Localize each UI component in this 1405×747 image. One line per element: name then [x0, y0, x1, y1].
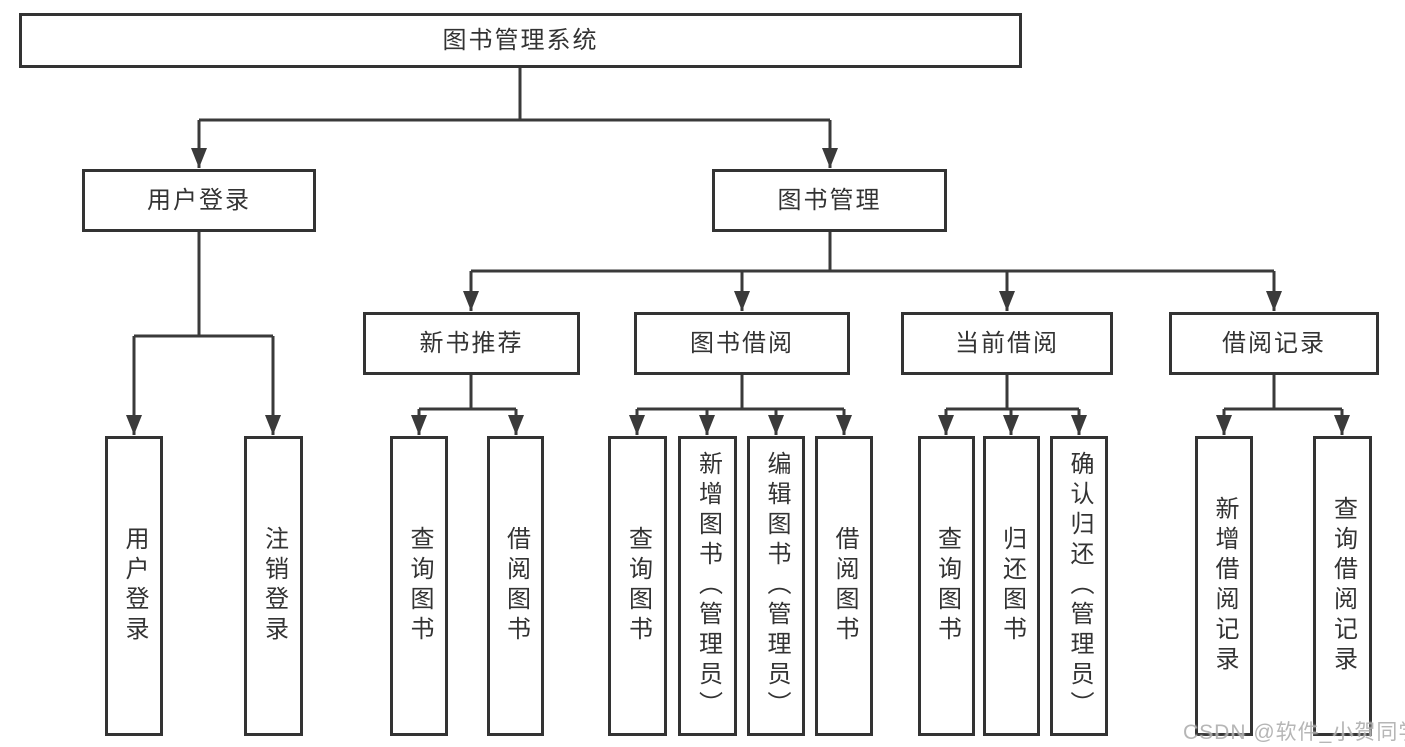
node-label: 借阅记录 — [1222, 329, 1326, 357]
node-label: 查询图书 — [933, 526, 961, 646]
book-management-connectors — [463, 232, 1282, 311]
node-add-borrow-record: 新增借阅记录 — [1195, 436, 1253, 736]
node-label: 新增图书（管理员） — [694, 451, 722, 721]
node-query-borrow-record: 查询借阅记录 — [1313, 436, 1372, 736]
user-login-connectors — [126, 232, 281, 435]
new-books-connectors — [411, 375, 524, 435]
node-borrow-records: 借阅记录 — [1169, 312, 1379, 375]
node-user-login: 用户登录 — [105, 436, 163, 736]
node-label: 借阅图书 — [502, 526, 530, 646]
node-label: 查询图书 — [406, 526, 433, 646]
node-label: 新书推荐 — [419, 329, 524, 357]
borrow-records-connectors — [1216, 375, 1350, 435]
node-user-login-group: 用户登录 — [82, 169, 316, 232]
node-add-books-admin: 新增图书（管理员） — [678, 436, 737, 736]
node-label: 新增借阅记录 — [1211, 496, 1238, 676]
node-new-book-recommend: 新书推荐 — [363, 312, 580, 375]
root-connectors — [191, 68, 838, 168]
node-label: 注销登录 — [260, 526, 288, 646]
node-label: 图书管理 — [777, 186, 882, 214]
node-book-management: 图书管理 — [712, 169, 947, 232]
node-label: 归还图书 — [998, 526, 1026, 646]
node-label: 图书管理系统 — [442, 26, 599, 54]
node-label: 借阅图书 — [831, 526, 858, 646]
node-label: 确认归还（管理员） — [1066, 451, 1093, 721]
node-label: 图书借阅 — [690, 329, 794, 357]
book-borrow-connectors — [629, 375, 852, 435]
node-borrow-books-1: 借阅图书 — [487, 436, 544, 736]
node-confirm-return-admin: 确认归还（管理员） — [1050, 436, 1108, 736]
node-book-borrow: 图书借阅 — [634, 312, 850, 375]
node-label: 查询图书 — [624, 526, 652, 646]
node-library-management-system: 图书管理系统 — [19, 13, 1022, 68]
node-return-books: 归还图书 — [983, 436, 1040, 736]
node-query-books-3: 查询图书 — [918, 436, 975, 736]
current-borrow-connectors — [938, 375, 1087, 435]
node-label: 用户登录 — [147, 186, 251, 214]
node-label: 查询借阅记录 — [1329, 496, 1357, 676]
node-query-books-2: 查询图书 — [608, 436, 667, 736]
node-current-borrow: 当前借阅 — [901, 312, 1113, 375]
node-query-books-1: 查询图书 — [390, 436, 448, 736]
node-label: 用户登录 — [121, 526, 148, 646]
csdn-watermark: CSDN @软件_小贺同学 — [1183, 721, 1405, 744]
node-label: 编辑图书（管理员） — [763, 451, 790, 721]
node-label: 当前借阅 — [955, 329, 1059, 357]
node-edit-books-admin: 编辑图书（管理员） — [747, 436, 805, 736]
node-logout: 注销登录 — [244, 436, 303, 736]
node-borrow-books-2: 借阅图书 — [815, 436, 873, 736]
